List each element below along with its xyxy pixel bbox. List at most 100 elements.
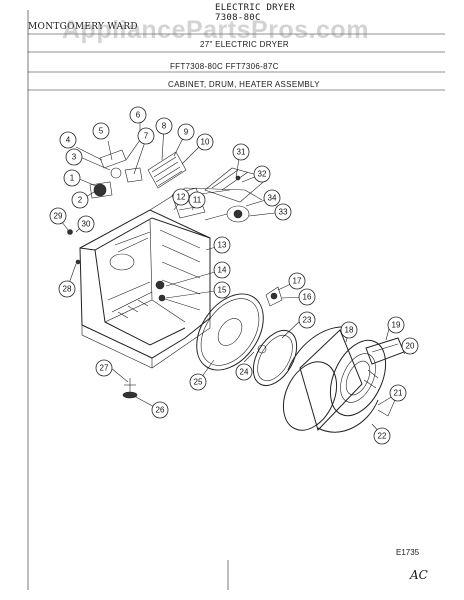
callout-22: 22 — [373, 427, 391, 445]
brand-name: MONTGOMERY WARD — [28, 22, 138, 32]
callout-1: 1 — [63, 169, 81, 187]
rear-bulkhead — [196, 293, 264, 371]
drum-baffle — [365, 337, 405, 365]
callout-8: 8 — [155, 117, 173, 135]
callout-number: 1 — [70, 174, 75, 183]
callout-bubbles: 1234567891011121314151617181920212223242… — [49, 106, 419, 445]
callout-circle — [298, 288, 316, 306]
callout-19: 19 — [387, 316, 405, 334]
callout-14: 14 — [213, 261, 231, 279]
assembly-name: CABINET, DRUM, HEATER ASSEMBLY — [168, 80, 320, 89]
callout-12: 12 — [172, 188, 190, 206]
callout-3: 3 — [65, 148, 83, 166]
callout-number: 26 — [156, 406, 165, 415]
callout-circle — [274, 203, 292, 221]
cabinet — [79, 209, 211, 369]
thermostat — [204, 205, 250, 223]
callout-number: 27 — [100, 364, 109, 373]
callout-number: 24 — [240, 368, 249, 377]
callout-number: 21 — [394, 389, 403, 398]
callout-number: 34 — [268, 194, 277, 203]
callout-6: 6 — [129, 106, 147, 124]
drum-seal — [252, 330, 298, 386]
callout-25: 25 — [189, 373, 207, 391]
callout-circle — [298, 311, 316, 329]
lint-screen — [147, 151, 187, 189]
callout-number: 9 — [184, 128, 189, 137]
cabinet-top-parts — [149, 187, 263, 219]
callout-number: 18 — [345, 326, 354, 335]
callout-number: 10 — [201, 138, 210, 147]
callout-circle — [172, 188, 190, 206]
callout-27: 27 — [95, 359, 113, 377]
callout-circle — [95, 359, 113, 377]
callout-number: 16 — [303, 293, 312, 302]
callout-circle — [129, 106, 147, 124]
callout-7: 7 — [137, 127, 155, 145]
callout-circle — [151, 401, 169, 419]
callout-5: 5 — [92, 122, 110, 140]
callout-circle — [387, 316, 405, 334]
callout-24: 24 — [235, 363, 253, 381]
handwritten-initials: AC — [410, 568, 428, 582]
diagram-title: 27" ELECTRIC DRYER — [200, 40, 290, 49]
drum — [282, 326, 387, 433]
callout-circle — [177, 123, 195, 141]
callout-31: 31 — [232, 143, 250, 161]
callout-circle — [189, 373, 207, 391]
callout-circle — [263, 189, 281, 207]
callout-number: 6 — [136, 111, 141, 120]
callout-number: 11 — [193, 196, 202, 205]
callout-circle — [389, 384, 407, 402]
callout-circle — [71, 191, 89, 209]
callout-10: 10 — [196, 133, 214, 151]
model-code: 7308-80C — [215, 13, 261, 23]
figure-code: E1735 — [396, 548, 420, 557]
callout-18: 18 — [340, 321, 358, 339]
callout-circle — [137, 127, 155, 145]
callout-circle — [373, 427, 391, 445]
small-parts — [67, 175, 283, 307]
leader-lines — [58, 115, 411, 436]
callout-circle — [340, 321, 358, 339]
callout-number: 7 — [144, 132, 149, 141]
callout-number: 4 — [66, 136, 71, 145]
callout-11: 11 — [188, 191, 206, 209]
watermark-logo: AppliancePartsPros.com — [62, 16, 369, 44]
callout-circle — [235, 363, 253, 381]
product-type: ELECTRIC DRYER — [215, 3, 296, 13]
callout-28: 28 — [58, 280, 76, 298]
callout-number: 23 — [303, 316, 312, 325]
callout-number: 5 — [99, 127, 104, 136]
callout-number: 33 — [279, 208, 288, 217]
callout-16: 16 — [298, 288, 316, 306]
callout-circle — [65, 148, 83, 166]
callout-21: 21 — [389, 384, 407, 402]
callout-number: 20 — [406, 342, 415, 351]
callout-number: 29 — [54, 212, 63, 221]
callout-4: 4 — [59, 131, 77, 149]
callout-29: 29 — [49, 207, 67, 225]
callout-circle — [77, 215, 95, 233]
callout-number: 17 — [293, 277, 302, 286]
callout-number: 15 — [218, 286, 227, 295]
callout-34: 34 — [263, 189, 281, 207]
callout-13: 13 — [213, 236, 231, 254]
callout-circle — [196, 133, 214, 151]
callout-circle — [253, 165, 271, 183]
callout-number: 25 — [194, 378, 203, 387]
callout-number: 8 — [162, 122, 167, 131]
callout-circle — [213, 261, 231, 279]
callout-17: 17 — [288, 272, 306, 290]
model-numbers: FFT7308-80C FFT7306-87C — [170, 62, 279, 71]
callout-circle — [232, 143, 250, 161]
callout-23: 23 — [298, 311, 316, 329]
callout-number: 28 — [63, 285, 72, 294]
callout-2: 2 — [71, 191, 89, 209]
callout-number: 31 — [237, 148, 246, 157]
callout-number: 30 — [82, 220, 91, 229]
callout-circle — [213, 281, 231, 299]
callout-15: 15 — [213, 281, 231, 299]
callout-20: 20 — [401, 337, 419, 355]
